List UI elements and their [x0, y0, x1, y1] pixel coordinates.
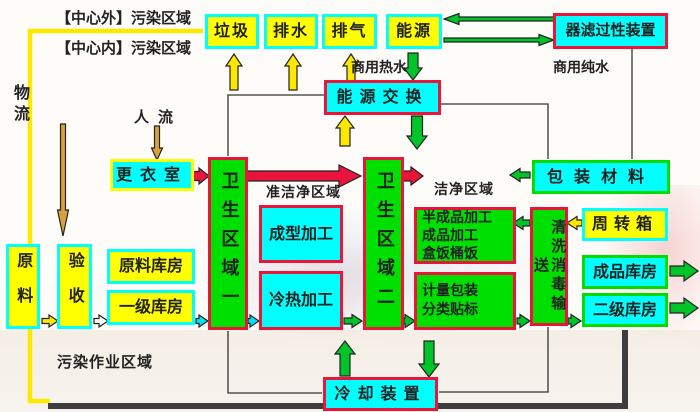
zone-label-outer-pollution: 【中心外】污染区域: [56, 9, 192, 27]
connector-energyexchange-zone1: [227, 94, 324, 156]
arrow-right-energy-to-filter: [443, 33, 556, 47]
arrow-left-into-packmat: [508, 167, 531, 183]
node-finished-warehouse: 成品库房: [582, 255, 668, 289]
node-raw-material: 原料: [6, 244, 40, 329]
connector-wash-cooling: [439, 327, 549, 393]
flow-label-people: 人流: [134, 108, 183, 126]
arrow-up-into-energy-exchange: [334, 115, 356, 147]
arrow-up-garbage: [224, 52, 244, 91]
node-hot-cold-process: 冷热加工: [259, 271, 343, 330]
node-packing-material: 包装材料: [532, 160, 670, 194]
node-cooling-device: 冷却装置: [323, 377, 438, 411]
arrow-up-drainage: [283, 52, 303, 91]
zone-label-clean: 洁净区域: [434, 182, 494, 198]
arrow-down-people-flow: [150, 125, 164, 162]
connector-energyexchange-packmat: [440, 103, 549, 159]
arrow-right-hotcold-to-zone2: [343, 313, 364, 329]
node-turnover-box: 周转箱: [582, 208, 668, 241]
node-energy-exchange: 能源交换: [324, 80, 441, 115]
arrow-right-finished-out: [669, 259, 700, 283]
zone-label-inner-pollution: 【中心内】污染区域: [56, 39, 192, 57]
zone-label-quasi-clean: 准洁净区域: [266, 185, 341, 201]
node-changing-room: 更衣室: [110, 159, 194, 191]
arrow-down-cooling: [417, 340, 441, 378]
node-semi-finished-process: 半成品加工 成品加工 盒饭桶饭: [414, 207, 516, 264]
arrow-down-material-flow: [56, 123, 70, 237]
arrow-right-raw-to-acceptance: [41, 313, 60, 329]
zone-label-pollution-work: 污染作业区域: [57, 353, 154, 371]
flow-label-material: 物流: [11, 84, 30, 126]
arrow-right-wash-to-secondary: [567, 313, 583, 329]
node-primary-warehouse: 一级库房: [107, 290, 195, 325]
flow-label-pure-water: 商用纯水: [553, 60, 609, 76]
arrow-right-zone2-out: [401, 165, 424, 187]
node-acceptance: 验收: [57, 244, 92, 329]
connector-zone1-cooling: [227, 331, 322, 394]
node-filter-device: 器滤过性装置: [553, 13, 668, 49]
node-raw-warehouse: 原料库房: [107, 249, 195, 284]
node-drainage: 排水: [264, 14, 318, 49]
node-sanitary-zone-2: 卫生区域二: [363, 157, 404, 330]
arrow-left-turnover-to-wash: [565, 215, 583, 231]
flow-label-hot-water: 商用热水: [351, 60, 407, 76]
node-secondary-warehouse: 二级库房: [582, 293, 668, 327]
arrow-right-changing-to-zone1: [191, 166, 210, 186]
arrow-down-from-energy-exchange: [405, 115, 429, 150]
node-sanitary-zone-1: 卫生区域一: [208, 157, 248, 330]
flow-line-material-yellow: [27, 28, 203, 404]
node-measure-pack-label: 计量包装 分类贴标: [414, 272, 516, 330]
arrow-right-secondary-out: [669, 296, 700, 320]
arrow-right-acceptance-to-primary: [93, 313, 110, 329]
node-energy: 能源: [386, 14, 442, 49]
node-forming-process: 成型加工: [259, 205, 343, 263]
node-wash-disinfect-convey: 清洗消毒输送: [530, 207, 568, 326]
arrow-left-filter-to-energy: [442, 12, 556, 26]
arrow-right-primary-to-zone1: [195, 313, 210, 329]
node-garbage: 垃圾: [205, 14, 259, 49]
arrow-right-zone1-to-hotcold: [247, 313, 261, 329]
arrow-up-cooling: [333, 340, 357, 377]
node-exhaust: 排气: [322, 14, 377, 49]
arrow-right-measure-to-wash: [516, 313, 532, 329]
